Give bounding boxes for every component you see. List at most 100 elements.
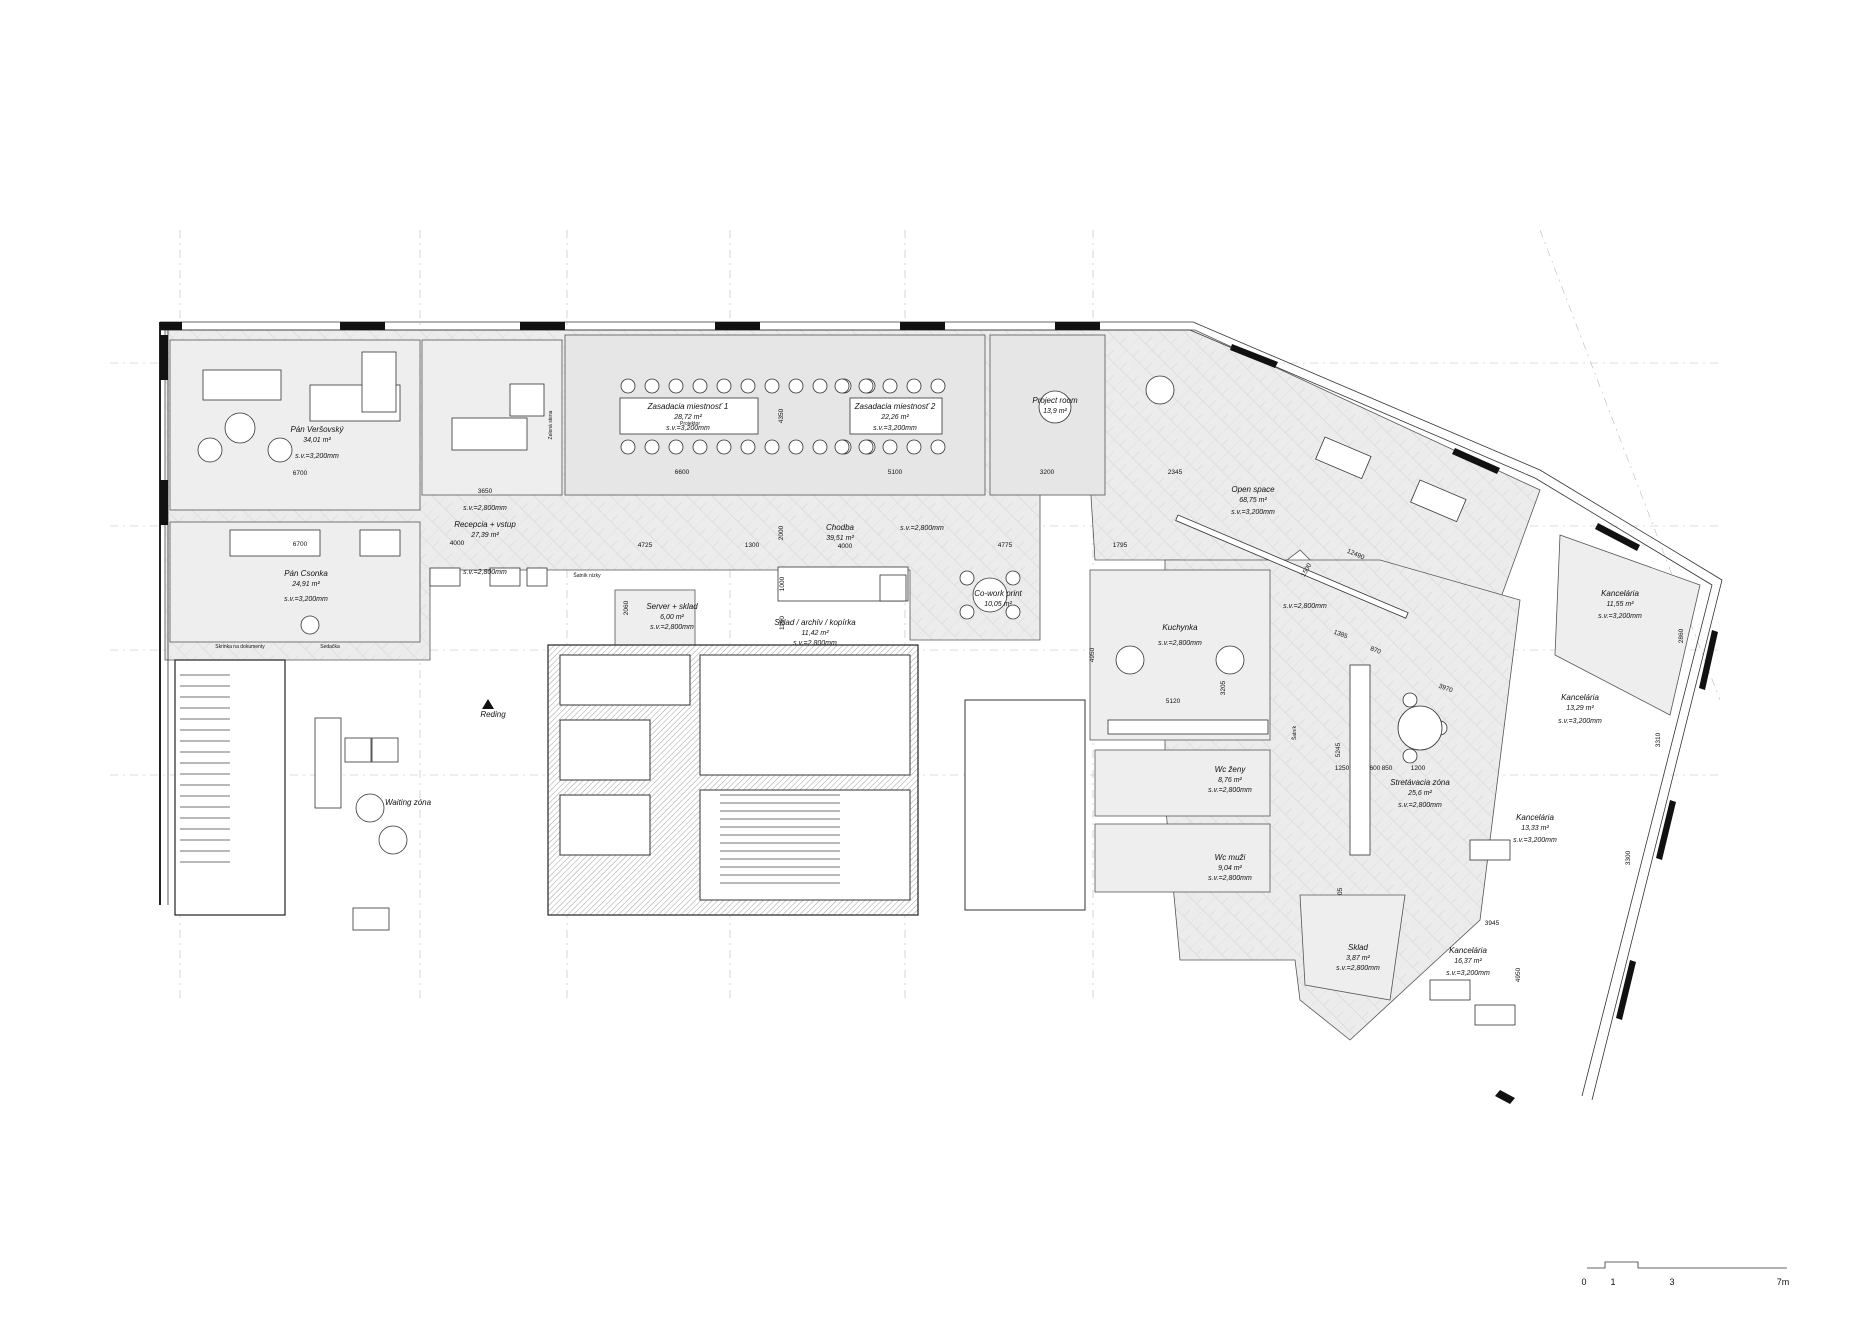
dimension: 2860 bbox=[1678, 628, 1685, 643]
chair bbox=[1005, 570, 1021, 586]
chair bbox=[740, 378, 756, 394]
meeting-chairs bbox=[620, 378, 1448, 764]
room-height: s.v.=2,800mm bbox=[793, 640, 837, 647]
label: Šatník bbox=[1291, 725, 1298, 740]
scale-label: 7m bbox=[1777, 1277, 1790, 1287]
corridor: Chodba 39,51 m² s.v.=2,800mm 4725 1300 4… bbox=[638, 469, 1183, 550]
label: Skrinka na dokumenty bbox=[215, 644, 265, 650]
room-height: s.v.=2,800mm bbox=[650, 624, 694, 631]
small-storage: Sklad 3,87 m² s.v.=2,800mm bbox=[1299, 894, 1406, 1001]
chair bbox=[858, 439, 874, 455]
room-name: Pán Csonka bbox=[284, 569, 328, 578]
dimension: 1300 bbox=[745, 542, 760, 549]
dimension: 4000 bbox=[450, 540, 465, 547]
label: Šatník nízky bbox=[573, 572, 601, 579]
room-area: 3,87 m² bbox=[1346, 955, 1370, 962]
room-name: Open space bbox=[1231, 485, 1275, 494]
room-name: Sklad bbox=[1348, 943, 1369, 952]
dimension: 5120 bbox=[1166, 698, 1181, 705]
room-height: s.v.=2,800mm bbox=[1158, 640, 1202, 647]
room-height: s.v.=2,800mm bbox=[1283, 603, 1327, 610]
room-name: Zasadacia miestnosť 2 bbox=[854, 402, 936, 411]
dimension: 4775 bbox=[998, 542, 1013, 549]
scale-label: 0 bbox=[1581, 1277, 1586, 1287]
wc-women: Wc ženy 8,76 m² s.v.=2,800mm bbox=[1094, 749, 1271, 817]
dimension: 4350 bbox=[778, 408, 785, 423]
room-name: Server + sklad bbox=[646, 602, 698, 611]
dimension: 1000 bbox=[779, 576, 786, 591]
chair bbox=[764, 378, 780, 394]
room-name: Co-work print bbox=[974, 589, 1022, 598]
room-height: s.v.=3,200mm bbox=[295, 453, 339, 460]
room-area: 34,01 m² bbox=[303, 437, 331, 444]
room-area: 10,05 m² bbox=[984, 601, 1012, 608]
room-area: 11,55 m² bbox=[1606, 601, 1634, 608]
storage-room: Sklad / archív / kopírka 11,42 m² s.v.=2… bbox=[774, 566, 909, 647]
open-space: Open space 68,75 m² s.v.=3,200mm 12490 4… bbox=[1145, 375, 1467, 619]
office-4: Kancelária 16,37 m² s.v.=3,200mm 3945 49… bbox=[1429, 920, 1522, 1026]
chair bbox=[1005, 604, 1021, 620]
office-2: Kancelária 13,29 m² s.v.=3,200mm 3310 bbox=[1558, 693, 1662, 747]
room-height: s.v.=3,200mm bbox=[284, 596, 328, 603]
label: Projektor bbox=[680, 421, 700, 427]
dimension: 2345 bbox=[1168, 469, 1183, 476]
stairs bbox=[180, 674, 840, 884]
dimension: 3200 bbox=[1040, 469, 1055, 476]
scale-label: 3 bbox=[1669, 1277, 1674, 1287]
dimension: 3970 bbox=[1438, 683, 1454, 695]
building-outline bbox=[159, 321, 1723, 1101]
chair bbox=[882, 378, 898, 394]
room-area: 11,42 m² bbox=[801, 630, 829, 637]
dimension: 1250 bbox=[1335, 765, 1350, 772]
room-height: s.v.=3,200mm bbox=[1446, 970, 1490, 977]
room-area: 13,33 m² bbox=[1521, 825, 1549, 832]
room-name: Zasadacia miestnosť 1 bbox=[647, 402, 729, 411]
dimension: 6700 bbox=[293, 470, 308, 477]
room-name: Wc muži bbox=[1215, 853, 1246, 862]
chair bbox=[906, 439, 922, 455]
room-height: s.v.=3,200mm bbox=[873, 425, 917, 432]
room-name: Wc ženy bbox=[1215, 765, 1247, 774]
dimension: 4950 bbox=[1089, 647, 1096, 662]
room-area: 8,76 m² bbox=[1218, 777, 1242, 784]
office-verslovsky: Pán Veršovský 34,01 m² s.v.=3,200mm 6700 bbox=[169, 339, 421, 511]
chair bbox=[716, 378, 732, 394]
room-area: 28,72 m² bbox=[673, 414, 702, 421]
chair bbox=[834, 439, 850, 455]
office-csonka: Pán Csonka 24,91 m² s.v.=3,200mm 6700 Sk… bbox=[169, 521, 421, 650]
chair bbox=[812, 439, 828, 455]
dimension: 870 bbox=[1369, 645, 1382, 655]
dimension: 4000 bbox=[838, 543, 853, 550]
office-3: Kancelária 13,33 m² s.v.=3,200mm 3300 bbox=[1469, 813, 1632, 865]
dimension: 3310 bbox=[1655, 732, 1662, 747]
chair bbox=[716, 439, 732, 455]
room-height: s.v.=2,800mm bbox=[463, 569, 507, 576]
label: Zelená stena bbox=[548, 410, 554, 439]
dimension: 2060 bbox=[623, 600, 630, 615]
label: Sedačka bbox=[320, 644, 340, 650]
office-1: Kancelária 11,55 m² s.v.=3,200mm 2860 bbox=[1554, 534, 1701, 716]
chair bbox=[1402, 692, 1418, 708]
cowork-print: Co-work print 10,05 m² bbox=[972, 577, 1023, 613]
chair bbox=[930, 378, 946, 394]
meeting-room-2: Zasadacia miestnosť 2 22,26 m² s.v.=3,20… bbox=[854, 402, 936, 476]
chair bbox=[1402, 748, 1418, 764]
building-core bbox=[174, 644, 1086, 916]
room-height: s.v.=3,200mm bbox=[1558, 718, 1602, 725]
chair bbox=[959, 570, 975, 586]
room-height: s.v.=2,800mm bbox=[1336, 965, 1380, 972]
wc-men: Wc muži 9,04 m² s.v.=2,800mm bbox=[1094, 823, 1271, 893]
room-height: s.v.=2,800mm bbox=[463, 505, 507, 512]
waiting-zone: Waiting zóna Reding bbox=[314, 699, 506, 931]
room-name: Stretávacia zóna bbox=[1390, 778, 1450, 787]
chair bbox=[788, 439, 804, 455]
dimension: 3650 bbox=[478, 488, 493, 495]
chair bbox=[740, 439, 756, 455]
room-height: s.v.=2,800mm bbox=[1208, 875, 1252, 882]
chair bbox=[906, 378, 922, 394]
room-area: 68,75 m² bbox=[1239, 497, 1267, 504]
chair bbox=[858, 378, 874, 394]
chair bbox=[668, 439, 684, 455]
chair bbox=[764, 439, 780, 455]
